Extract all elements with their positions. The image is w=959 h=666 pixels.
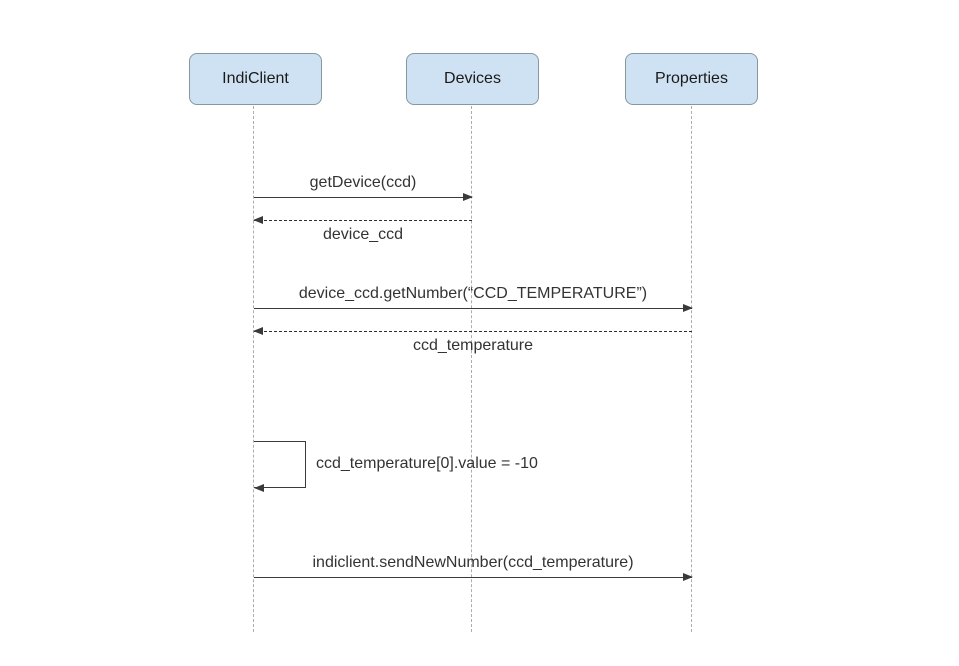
actor-box-indiclient: IndiClient [189, 53, 322, 105]
arrowhead-left-icon [253, 216, 263, 224]
arrowhead-right-icon [683, 573, 693, 581]
message-label: indiclient.sendNewNumber(ccd_temperature… [312, 554, 634, 571]
actor-box-properties: Properties [625, 53, 758, 105]
message-label: device_ccd.getNumber(“CCD_TEMPERATURE”) [298, 285, 648, 302]
arrowhead-right-icon [463, 193, 473, 201]
lifeline-devices [471, 106, 472, 632]
self-message-box [254, 441, 306, 492]
arrow-line-dashed [254, 220, 472, 221]
arrow-line [254, 308, 692, 309]
actor-label: Properties [655, 70, 728, 87]
actor-label: IndiClient [222, 70, 289, 87]
arrow-line [254, 197, 472, 198]
arrow-line-dashed [254, 331, 692, 332]
lifeline-properties [691, 106, 692, 632]
message-label: getDevice(ccd) [309, 174, 417, 191]
self-message-label: ccd_temperature[0].value = -10 [316, 455, 538, 472]
lifeline-indiclient [253, 106, 254, 632]
arrowhead-left-icon [253, 327, 263, 335]
message-label: device_ccd [322, 226, 404, 243]
arrowhead-right-icon [683, 304, 693, 312]
actor-label: Devices [444, 70, 501, 87]
arrowhead-left-icon [254, 484, 264, 492]
arrow-line [254, 577, 692, 578]
actor-box-devices: Devices [406, 53, 539, 105]
message-label: ccd_temperature [412, 337, 534, 354]
